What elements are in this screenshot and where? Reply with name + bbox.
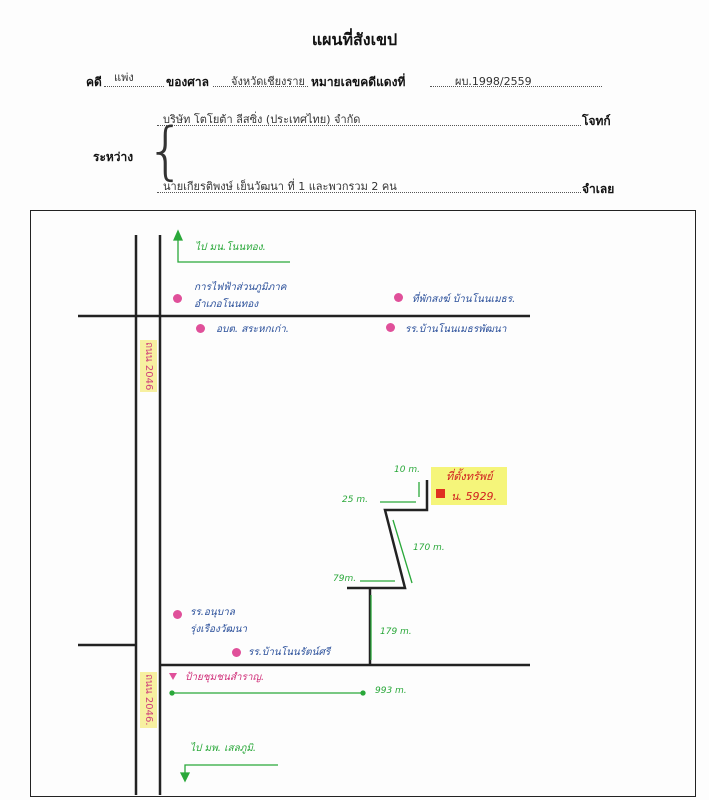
- property-marker-icon: [436, 489, 445, 498]
- case-type: แพ่ง: [114, 71, 134, 84]
- page-title: แผนที่สังเขป: [311, 30, 398, 49]
- landmark-school-2: รร.บ้านโนนรัตน์ศรี: [248, 647, 331, 658]
- to-north-label: ไป มน.โนนทอง.: [195, 242, 266, 253]
- road-label: ถนน 2046: [140, 340, 157, 393]
- landmark-sao: อบต. สระหกเก่า.: [216, 324, 289, 335]
- distance-179m: 179 m.: [380, 627, 412, 637]
- landmark-dot: [173, 294, 182, 303]
- landmark-dot: [394, 293, 403, 302]
- road-label-2: ถนน 2046.: [140, 672, 157, 728]
- deed-number: น. 5929.: [451, 490, 498, 503]
- sign-marker-icon: [169, 673, 177, 680]
- north-arrow-line: [177, 236, 290, 263]
- landmark-pea: การไฟฟ้าส่วนภูมิภาค: [194, 282, 287, 293]
- landmark-school-1: รร.บ้านโนนเมธรพัฒนา: [405, 324, 507, 335]
- distance-25m: 25 m.: [342, 495, 368, 505]
- distance-79m: 79m.: [333, 574, 357, 584]
- landmark-community-sign: ป้ายชุมชนสำราญ.: [185, 672, 265, 683]
- red-no-label: หมายเลขคดีแดงที่: [311, 75, 406, 89]
- court-name: จังหวัดเชียงราย: [231, 75, 305, 88]
- case-label: คดี: [86, 75, 102, 89]
- distance-993m: 993 m.: [375, 686, 407, 696]
- property-highlight: [431, 467, 507, 505]
- plaintiff-name: บริษัท โตโยต้า ลีสซิ่ง (ประเทศไทย) จำกัด: [163, 113, 361, 126]
- landmark-dot: [196, 324, 205, 333]
- brace: {: [146, 114, 186, 187]
- landmark-dot: [173, 610, 182, 619]
- property-label: ที่ตั้งทรัพย์: [446, 470, 493, 483]
- south-arrow-icon: [179, 772, 191, 783]
- distance-10m: 10 m.: [394, 465, 420, 475]
- court-label: ของศาล: [166, 75, 209, 89]
- red-case-number: ผบ.1998/2559: [455, 75, 532, 88]
- landmark-kindergarten: รร.อนุบาล: [190, 607, 235, 618]
- landmark-dot: [232, 648, 241, 657]
- landmark-kindergarten-line2: รุ่งเรืองวัฒนา: [190, 624, 248, 635]
- defendant-name: นายเกียรติพงษ์ เย็นวัฒนา ที่ 1 และพวกรวม…: [163, 180, 397, 193]
- plaintiff-label: โจทก์: [582, 114, 611, 128]
- between-label: ระหว่าง: [93, 150, 134, 164]
- landmark-pea-line2: อำเภอโนนทอง: [194, 299, 259, 310]
- north-arrow-icon: [172, 229, 184, 241]
- to-south-label: ไป มพ. เสลภูมิ.: [190, 743, 257, 754]
- measure-170m: [392, 519, 413, 584]
- map-frame: [30, 210, 696, 797]
- landmark-dot: [386, 323, 395, 332]
- access-path: [347, 480, 429, 590]
- defendant-label: จำเลย: [582, 182, 615, 196]
- distance-170m: 170 m.: [413, 543, 445, 553]
- landmark-monk-residence: ที่พักสงฆ์ บ้านโนนเมธร.: [412, 294, 516, 305]
- south-arrow-line: [184, 764, 278, 776]
